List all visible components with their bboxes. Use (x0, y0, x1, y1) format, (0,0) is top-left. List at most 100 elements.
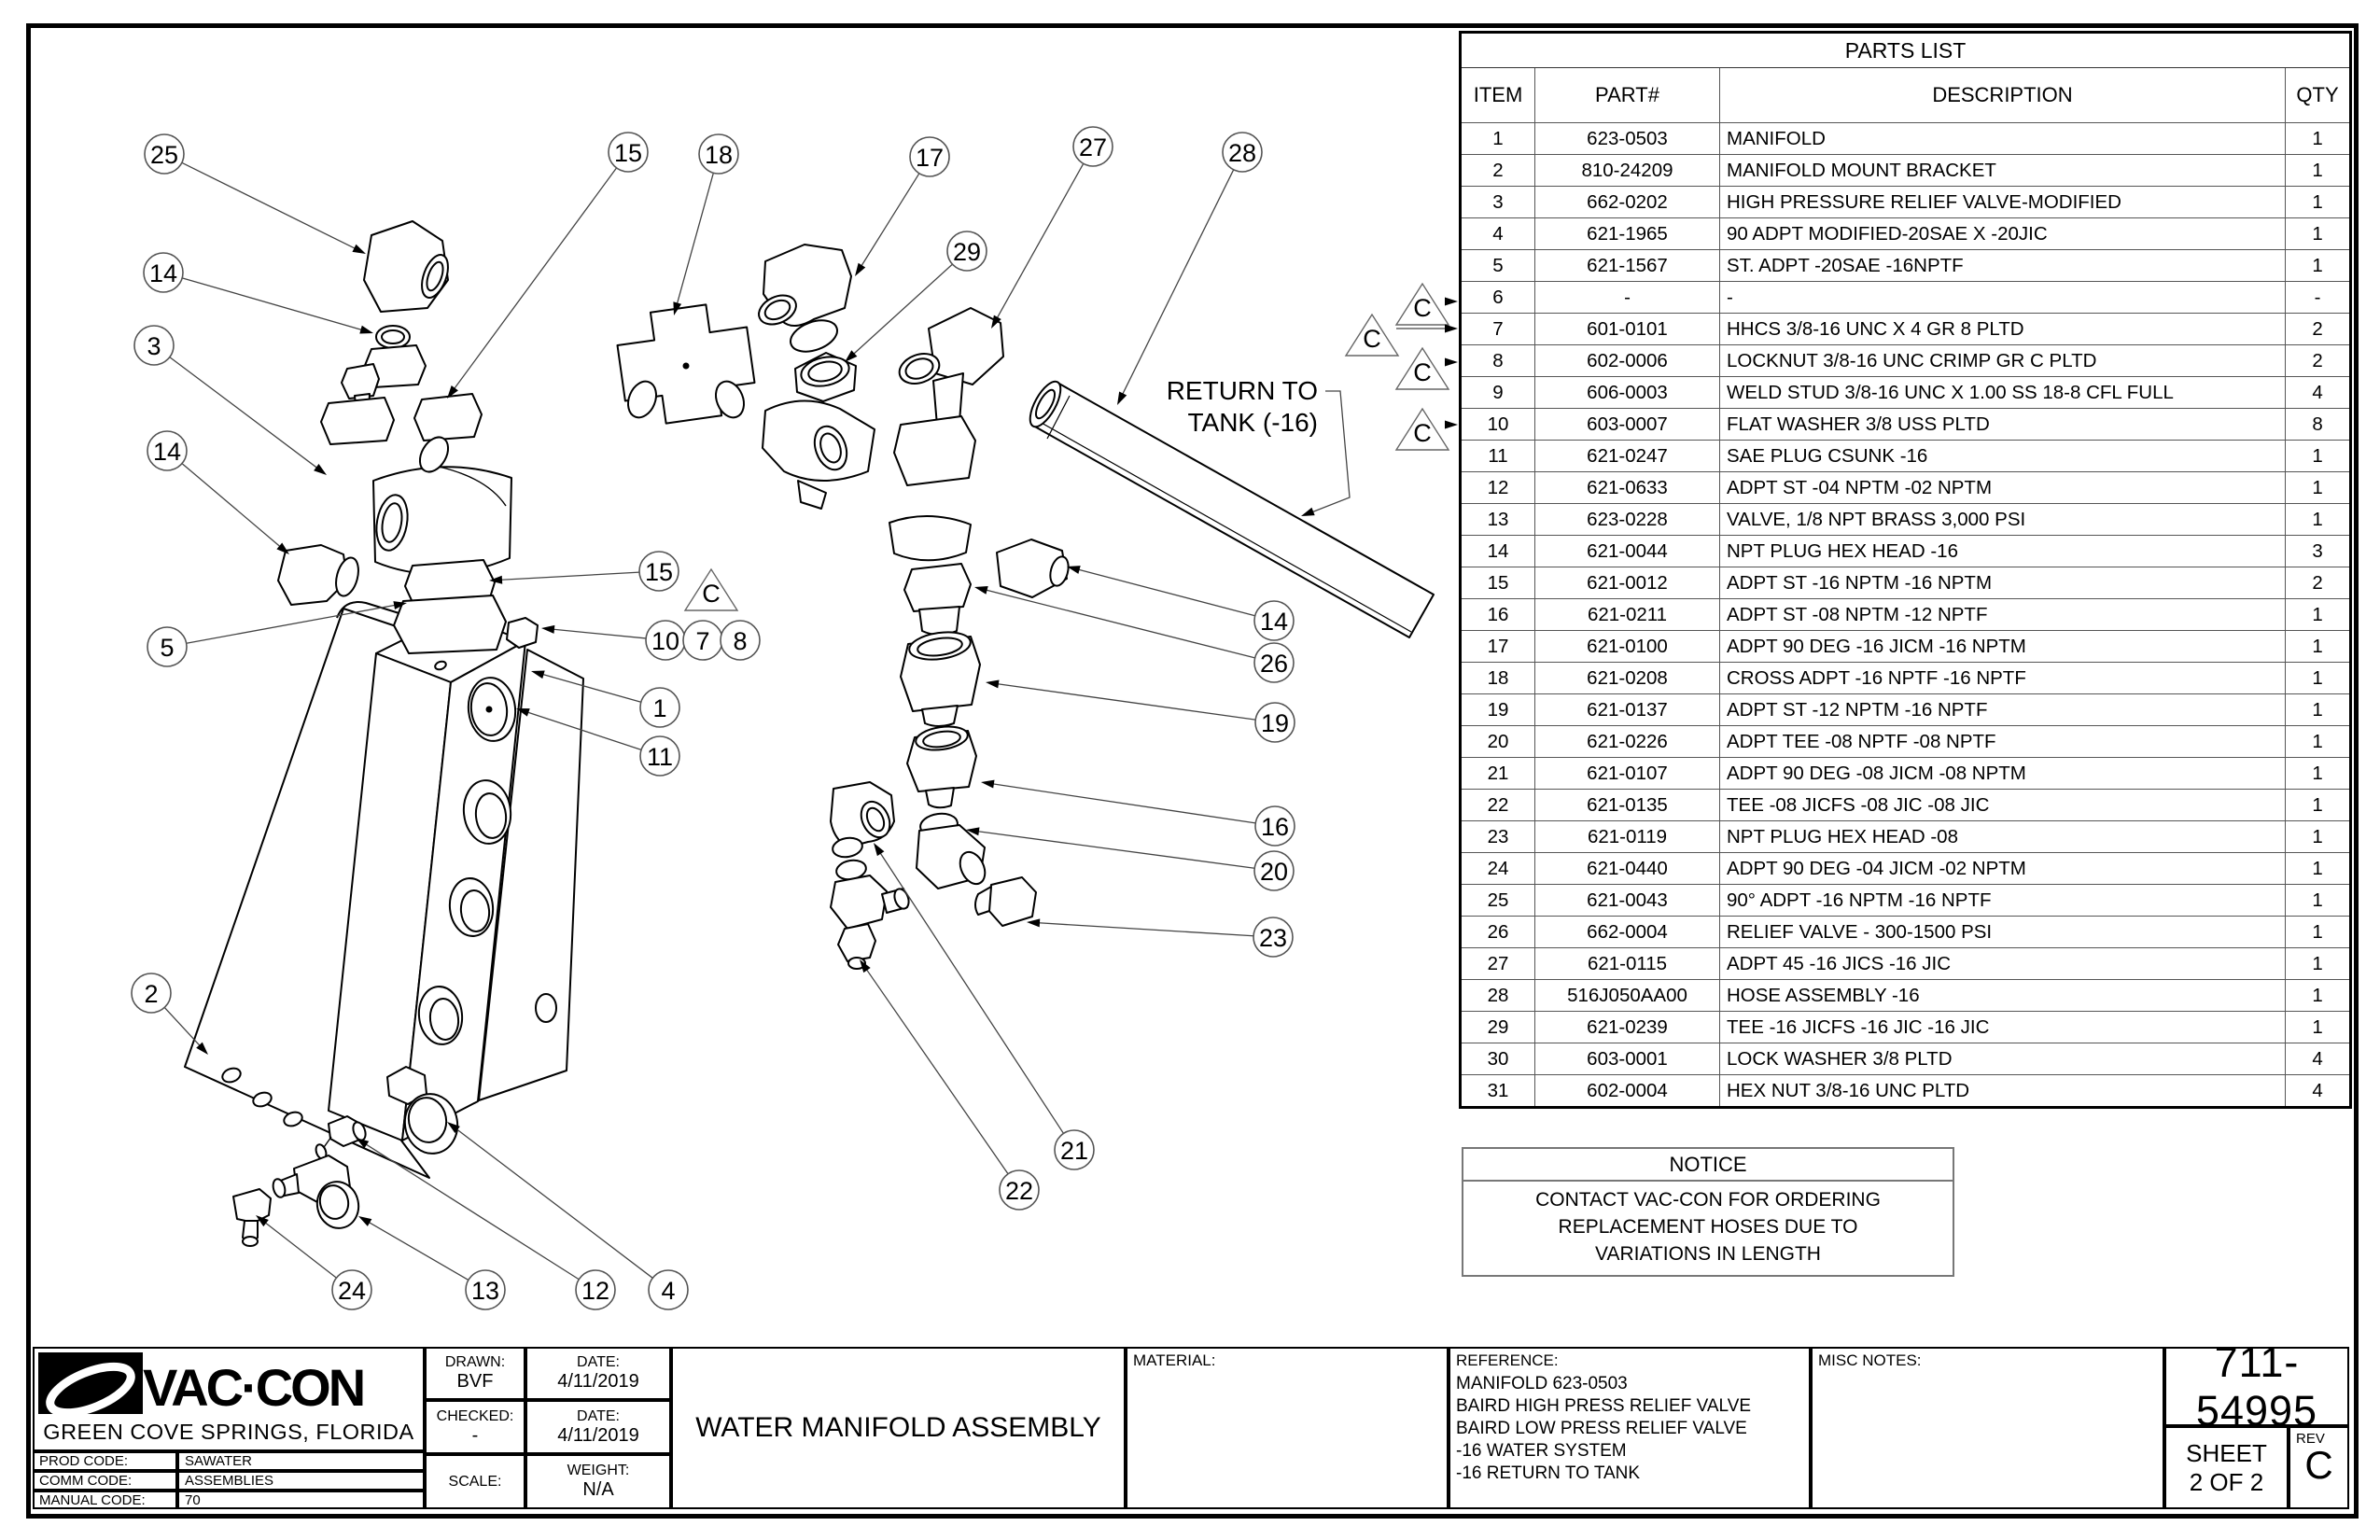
company-name: VAC·CON (143, 1358, 366, 1417)
svg-text:25: 25 (150, 141, 178, 169)
date2-cell: DATE: 4/11/2019 (525, 1400, 671, 1454)
cell-part: 621-0012 (1534, 567, 1720, 599)
cell-desc: 90 ADPT MODIFIED-20SAE X -20JIC (1719, 217, 2286, 250)
svg-text:26: 26 (1260, 650, 1288, 678)
cell-qty: 1 (2284, 1011, 2352, 1043)
cell-desc: ADPT ST -04 NPTM -02 NPTM (1719, 471, 2286, 504)
cell-desc: - (1719, 281, 2286, 314)
svg-text:14: 14 (153, 438, 181, 466)
cell-item: 17 (1460, 630, 1535, 663)
sheet-value: 2 OF 2 (2189, 1467, 2264, 1496)
sheet-cell: SHEET 2 OF 2 (2164, 1426, 2289, 1509)
material-label: MATERIAL: (1133, 1351, 1216, 1369)
svg-text:18: 18 (705, 141, 733, 169)
cell-qty: 1 (2284, 820, 2352, 853)
cell-item: 24 (1460, 852, 1535, 885)
cell-qty: 1 (2284, 217, 2352, 250)
date2-value: 4/11/2019 (557, 1424, 639, 1446)
cell-desc: ADPT 45 -16 JICS -16 JIC (1719, 947, 2286, 980)
leader-lines (163, 161, 1256, 1281)
svg-text:10: 10 (651, 627, 679, 655)
svg-text:15: 15 (645, 558, 673, 586)
cell-part: 810-24209 (1534, 154, 1720, 187)
manual-code-value: 70 (177, 1491, 425, 1509)
checked-value: - (471, 1424, 479, 1446)
cell-desc: HIGH PRESSURE RELIEF VALVE-MODIFIED (1719, 186, 2286, 218)
cell-qty: 1 (2284, 471, 2352, 504)
svg-text:TANK (-16): TANK (-16) (1188, 408, 1319, 437)
cell-qty: 1 (2284, 757, 2352, 790)
cell-qty: - (2284, 281, 2352, 314)
cell-item: 1 (1460, 122, 1535, 155)
col-header-description: DESCRIPTION (1719, 67, 2286, 123)
cell-qty: 1 (2284, 122, 2352, 155)
cell-qty: 1 (2284, 598, 2352, 631)
cell-item: 29 (1460, 1011, 1535, 1043)
cell-item: 7 (1460, 313, 1535, 345)
cell-item: 8 (1460, 344, 1535, 377)
cell-item: 11 (1460, 440, 1535, 472)
cell-part: 621-0239 (1534, 1011, 1720, 1043)
cell-part: 621-0107 (1534, 757, 1720, 790)
cell-desc: CROSS ADPT -16 NPTF -16 NPTF (1719, 662, 2286, 694)
cell-part: 621-0440 (1534, 852, 1720, 885)
svg-text:C: C (1413, 419, 1432, 447)
reference-cell: REFERENCE: MANIFOLD 623-0503 BAIRD HIGH … (1449, 1347, 1811, 1509)
svg-text:5: 5 (160, 634, 174, 662)
cell-item: 30 (1460, 1043, 1535, 1075)
svg-text:8: 8 (733, 627, 747, 655)
cell-part: 621-0208 (1534, 662, 1720, 694)
cell-qty: 2 (2284, 344, 2352, 377)
parts-row: 6--- (1460, 281, 2352, 314)
date1-cell: DATE: 4/11/2019 (525, 1347, 671, 1400)
cell-desc: HOSE ASSEMBLY -16 (1719, 979, 2286, 1012)
cell-qty: 1 (2284, 947, 2352, 980)
cell-desc: TEE -16 JICFS -16 JIC -16 JIC (1719, 1011, 2286, 1043)
cell-item: 12 (1460, 471, 1535, 504)
parts-list-title: PARTS LIST (1459, 32, 2352, 68)
cell-part: 662-0004 (1534, 916, 1720, 948)
svg-text:14: 14 (1260, 608, 1288, 636)
drawing-title: WATER MANIFOLD ASSEMBLY (671, 1347, 1126, 1509)
svg-text:C: C (1413, 358, 1432, 386)
cell-desc: SAE PLUG CSUNK -16 (1719, 440, 2286, 472)
cell-part: 602-0004 (1534, 1074, 1720, 1108)
svg-text:22: 22 (1005, 1177, 1033, 1205)
cell-item: 26 (1460, 916, 1535, 948)
reference-line: -16 WATER SYSTEM (1456, 1441, 1627, 1461)
cell-item: 27 (1460, 947, 1535, 980)
cell-item: 9 (1460, 376, 1535, 409)
cell-part: 602-0006 (1534, 344, 1720, 377)
cell-part: 601-0101 (1534, 313, 1720, 345)
notice-line: VARIATIONS IN LENGTH (1595, 1243, 1821, 1265)
svg-text:11: 11 (647, 743, 673, 771)
cell-part: 621-0137 (1534, 693, 1720, 726)
svg-text:12: 12 (581, 1277, 609, 1305)
cell-item: 23 (1460, 820, 1535, 853)
col-header-part: PART# (1534, 67, 1720, 123)
cell-item: 20 (1460, 725, 1535, 758)
cell-item: 15 (1460, 567, 1535, 599)
cell-part: 621-0633 (1534, 471, 1720, 504)
cell-part: 621-0044 (1534, 535, 1720, 567)
cell-item: 19 (1460, 693, 1535, 726)
svg-text:24: 24 (338, 1277, 366, 1305)
cell-part: 623-0228 (1534, 503, 1720, 536)
cell-part: 603-0007 (1534, 408, 1720, 441)
cell-desc: HEX NUT 3/8-16 UNC PLTD (1719, 1074, 2286, 1108)
cell-item: 6 (1460, 281, 1535, 314)
drawing-number: 711-54995 (2164, 1338, 2349, 1435)
scale-cell: SCALE: (425, 1454, 525, 1509)
